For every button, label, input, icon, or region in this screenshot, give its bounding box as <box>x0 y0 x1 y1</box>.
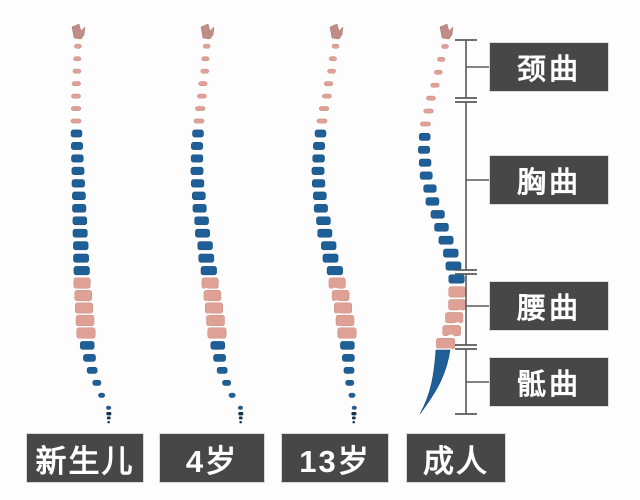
region-label-sacral: 骶曲 <box>489 357 609 407</box>
region-label-text: 颈曲 <box>516 54 581 86</box>
spine-four-years <box>189 23 244 424</box>
age-label-text: 新生儿 <box>35 443 135 479</box>
age-label-text: 13岁 <box>299 443 371 479</box>
region-label-lumbar: 腰曲 <box>489 281 609 331</box>
region-label-text: 骶曲 <box>516 369 581 401</box>
age-label-text: 4岁 <box>185 443 239 479</box>
age-label-adult: 成人 <box>406 433 506 483</box>
spine-newborn <box>69 23 113 424</box>
age-label-four-years: 4岁 <box>159 433 265 483</box>
region-brackets <box>455 39 489 415</box>
age-label-thirteen-years: 13岁 <box>281 433 389 483</box>
region-label-text: 胸曲 <box>516 167 581 199</box>
region-label-thoracic: 胸曲 <box>489 155 609 205</box>
age-label-newborn: 新生儿 <box>26 433 144 483</box>
age-label-text: 成人 <box>423 443 489 479</box>
spine-adult <box>417 23 468 415</box>
region-label-cervical: 颈曲 <box>489 42 609 92</box>
region-label-text: 腰曲 <box>516 293 581 325</box>
spine-thirteen-years <box>310 23 358 424</box>
